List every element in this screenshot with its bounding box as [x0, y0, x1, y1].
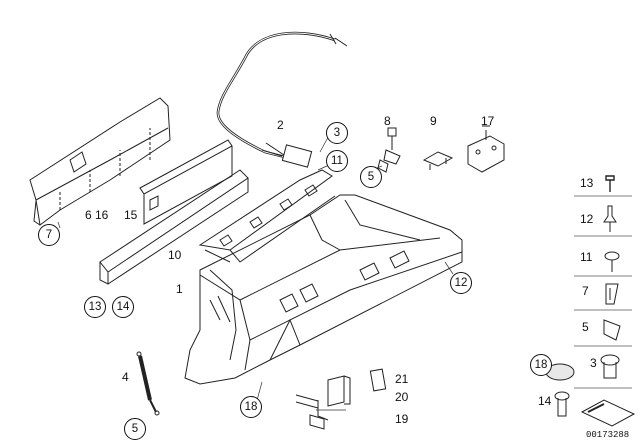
legend-label-13: 13 — [580, 176, 594, 190]
legend-clip-7 — [605, 283, 619, 305]
cover-strip-10 — [99, 169, 249, 285]
callout-12: 12 — [450, 272, 472, 294]
part-8-clip — [383, 127, 401, 165]
legend-label-12: 12 — [580, 212, 594, 226]
cover-strip-15 — [139, 139, 233, 225]
legend-clip-5 — [603, 319, 621, 341]
label-2: 2 — [277, 118, 284, 132]
label-1: 1 — [176, 282, 183, 296]
callout-14: 14 — [112, 296, 134, 318]
label-4: 4 — [122, 370, 129, 384]
seat-base-frame — [184, 194, 463, 385]
label-17: 17 — [481, 114, 495, 128]
legend-label-14: 14 — [538, 394, 552, 408]
legend-separators — [574, 195, 632, 389]
label-20: 20 — [395, 390, 409, 404]
legend-screw-11 — [604, 251, 620, 272]
callout-18: 18 — [240, 396, 262, 418]
parts-19-21 — [295, 368, 387, 430]
part-9-plate — [422, 151, 454, 170]
part-5-fastener — [377, 159, 389, 173]
label-6-16: 6 16 — [85, 208, 109, 222]
callout-13: 13 — [84, 296, 106, 318]
legend-callout-18: 18 — [530, 354, 552, 376]
callout-5: 5 — [360, 166, 382, 188]
callout-11: 11 — [326, 150, 348, 172]
legend-pin-12 — [603, 205, 617, 232]
callout-5-lower: 5 — [124, 418, 146, 440]
legend-label-3: 3 — [590, 356, 597, 370]
label-15: 15 — [124, 208, 138, 222]
label-8: 8 — [384, 114, 391, 128]
label-19: 19 — [395, 412, 409, 426]
label-10: 10 — [168, 248, 182, 262]
figure-id: 00173288 — [586, 430, 630, 440]
gas-strut — [136, 351, 160, 416]
legend-bolt-14 — [554, 391, 570, 417]
legend-label-11: 11 — [580, 250, 593, 264]
part-17-bracket — [467, 125, 505, 173]
legend-bolt-3 — [600, 354, 620, 379]
release-cable — [216, 31, 348, 168]
side-trim-panel — [29, 97, 171, 226]
legend-mat-14 — [580, 399, 636, 427]
legend-label-5: 5 — [582, 320, 589, 334]
legend-label-7: 7 — [582, 284, 589, 298]
label-21: 21 — [395, 372, 409, 386]
callout-7: 7 — [38, 224, 60, 246]
label-9: 9 — [430, 114, 437, 128]
seat-rail — [198, 169, 336, 263]
callout-3: 3 — [326, 122, 348, 144]
legend-screw-13 — [605, 175, 615, 192]
